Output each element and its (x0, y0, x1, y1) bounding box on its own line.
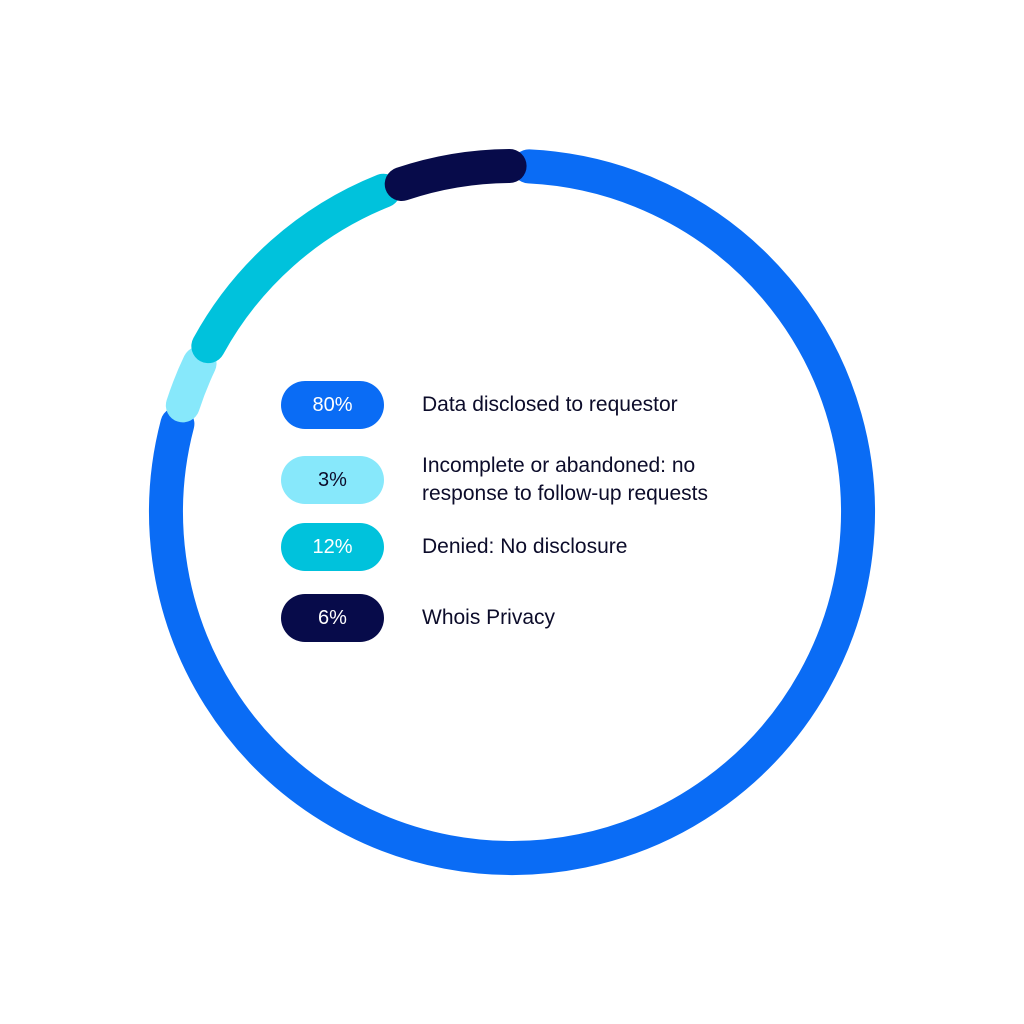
legend-label-whois-privacy: Whois Privacy (422, 606, 556, 629)
legend-pill-3: 3% (281, 456, 384, 504)
legend-pill-80: 80% (281, 381, 384, 429)
legend-pill-12: 12% (281, 523, 384, 571)
legend-item-whois-privacy: 6% Whois Privacy (281, 594, 782, 642)
donut-slice-1 (165, 346, 217, 423)
legend-label-denied: Denied: No disclosure (422, 535, 628, 558)
legend-item-denied: 12% Denied: No disclosure (281, 523, 782, 571)
legend-label-data-disclosed: Data disclosed to requestor (422, 393, 678, 416)
legend-item-data-disclosed: 80% Data disclosed to requestor (281, 381, 782, 429)
donut-slice-2 (191, 173, 401, 364)
donut-slice-0 (149, 149, 875, 875)
legend-label-incomplete: Incomplete or abandoned: no response to … (422, 454, 708, 505)
legend-pill-6: 6% (281, 594, 384, 642)
donut-slice-3 (384, 149, 527, 202)
legend-item-incomplete: 3% Incomplete or abandoned: no response … (281, 452, 782, 508)
